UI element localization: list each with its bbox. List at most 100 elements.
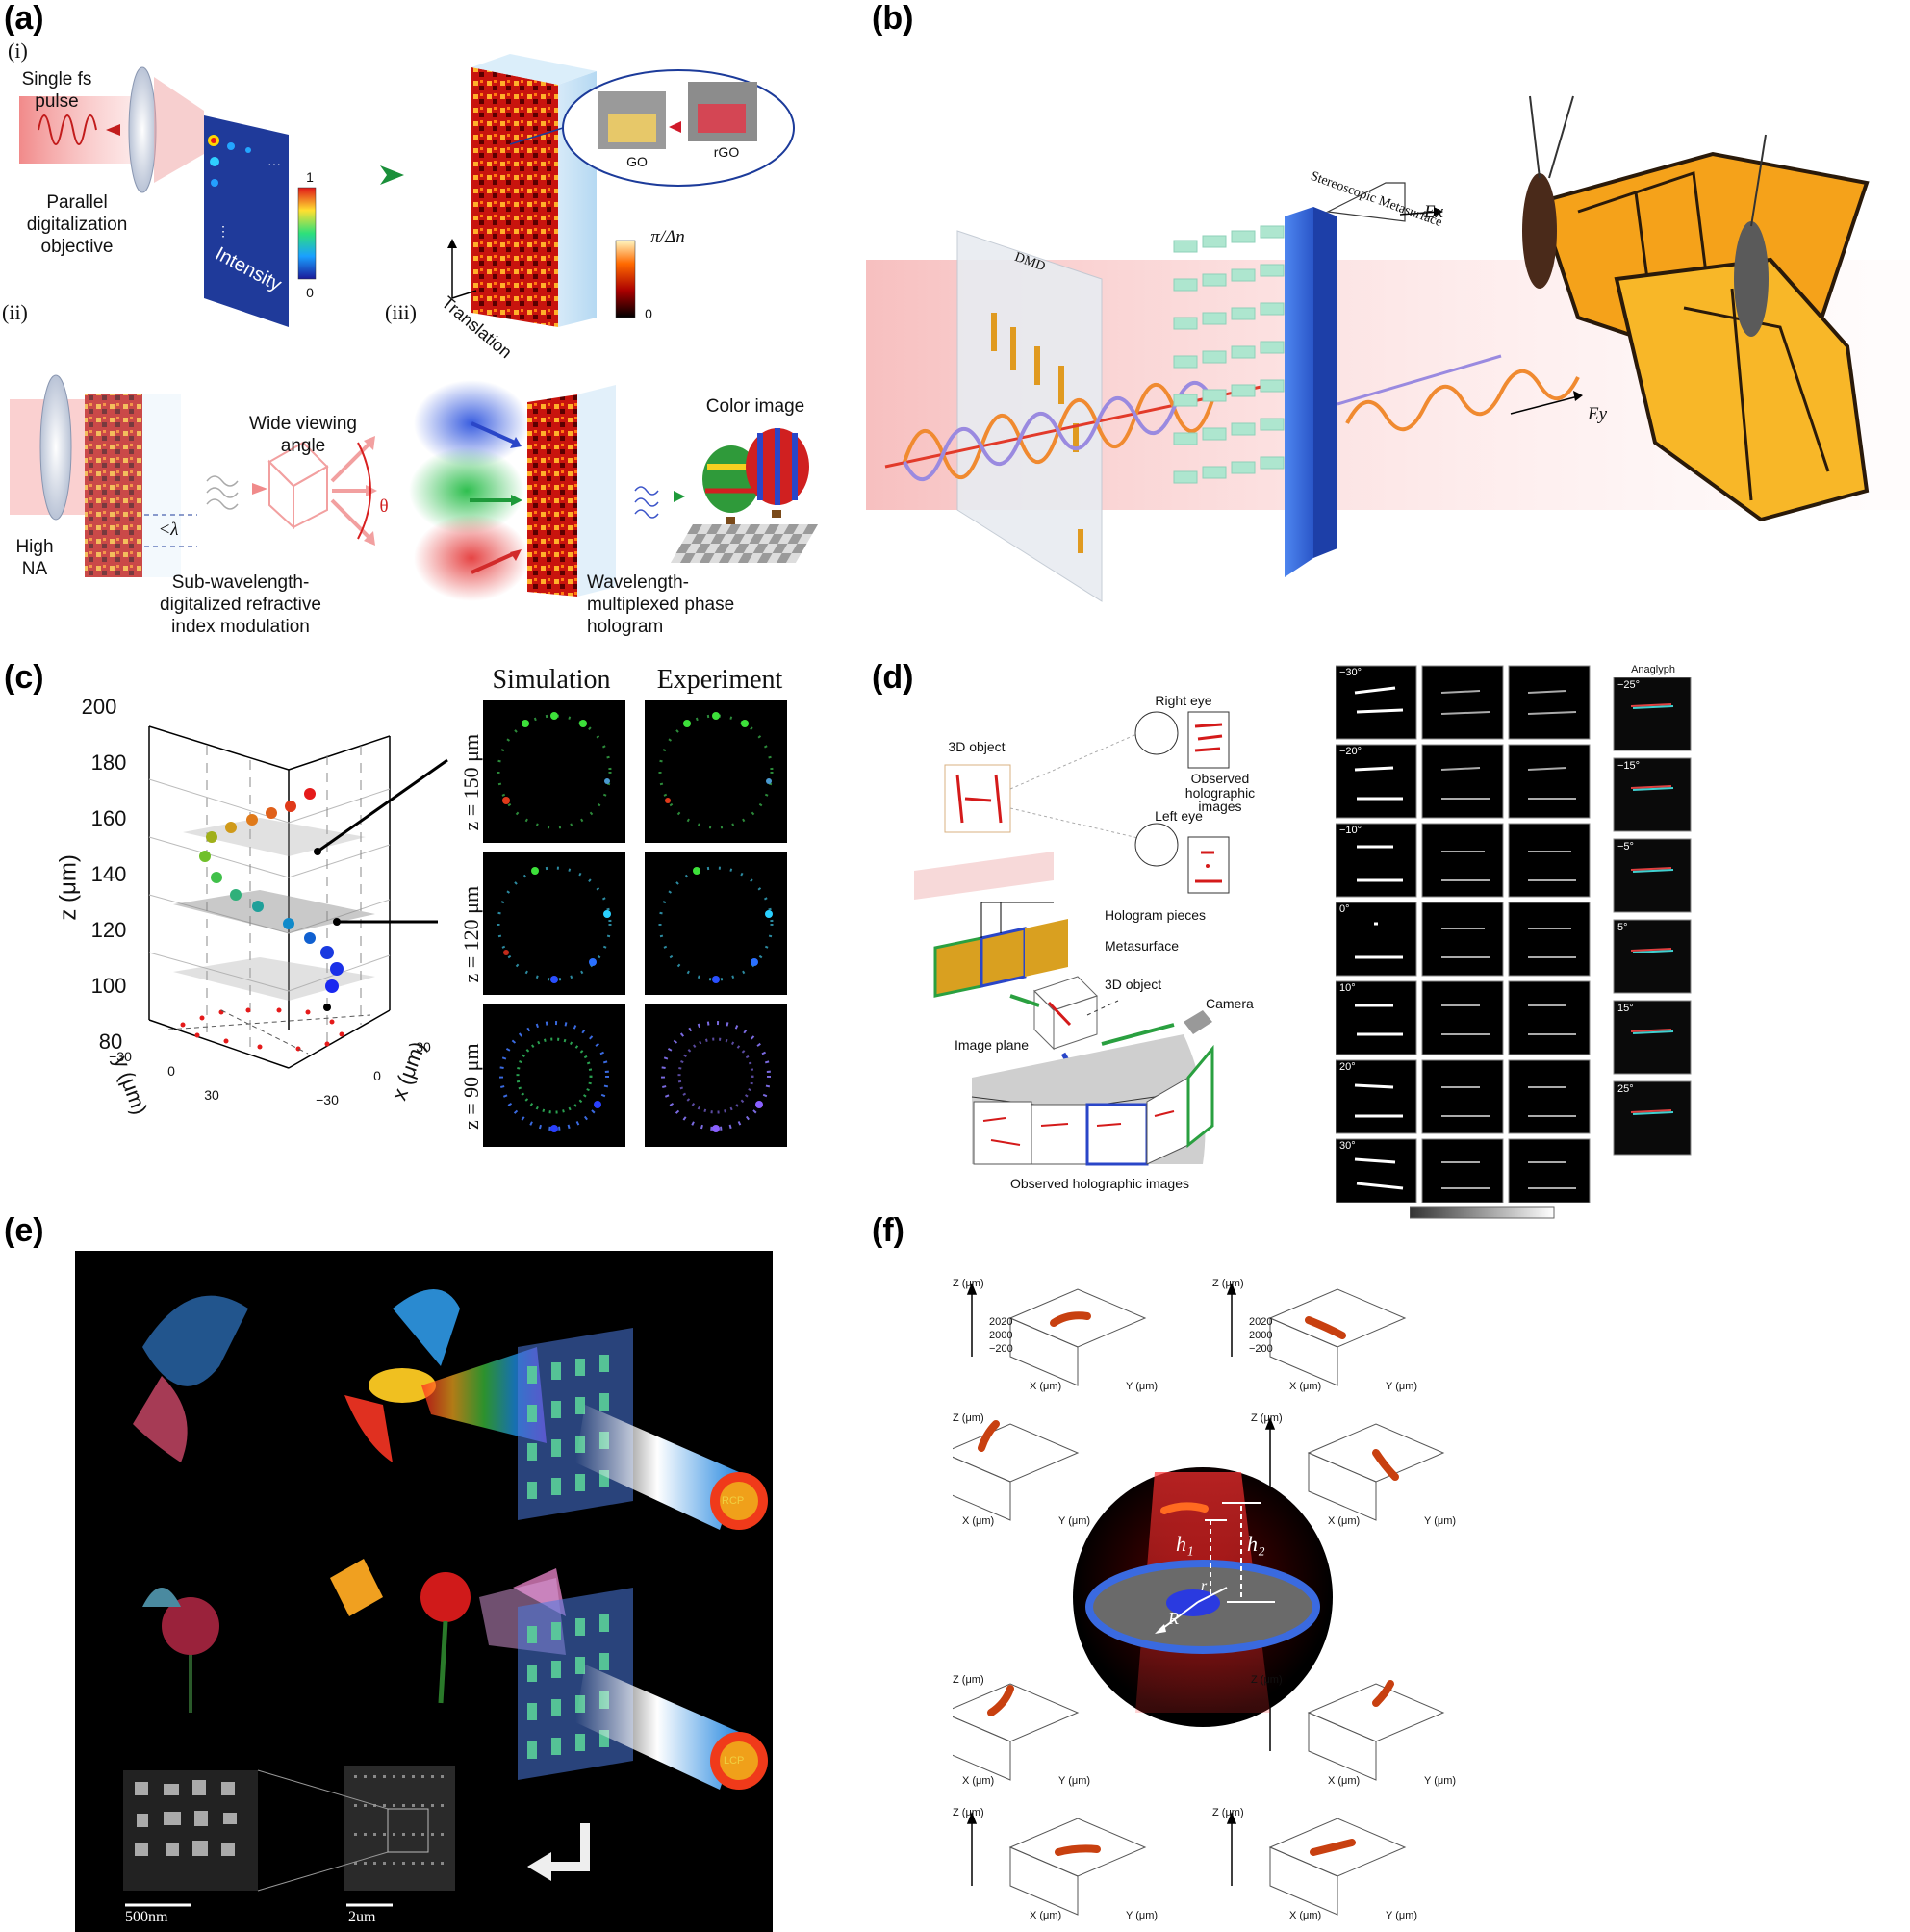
panel-e: RCP LCP 500nm 2um xyxy=(75,1251,773,1932)
c-ztick-140: 140 xyxy=(90,862,127,886)
c-ztick-120: 120 xyxy=(90,918,127,942)
f-z-label-1: Z (μm) xyxy=(953,1278,984,1289)
f-x-label-4: X (μm) xyxy=(1328,1515,1361,1527)
f-x-label-8: X (μm) xyxy=(1289,1910,1322,1921)
f-zt-1a: 2020 xyxy=(989,1316,1013,1328)
e-scale-500nm: 500nm xyxy=(125,1909,168,1925)
e-scale-2um: 2um xyxy=(348,1909,376,1925)
b-ex-label: Ex xyxy=(1423,202,1444,222)
c-ztick-160: 160 xyxy=(90,806,127,830)
d-angle-1: −20° xyxy=(1339,746,1362,757)
a-single-fs-pulse: Single fs pulse xyxy=(21,69,92,112)
e-rcp-label: RCP xyxy=(722,1495,745,1507)
a-sub-iii: (iii) xyxy=(385,300,417,324)
a-lambda: <λ xyxy=(158,520,179,540)
a-colorbar-max: 1 xyxy=(306,169,314,185)
svg-text:···: ··· xyxy=(267,156,281,171)
panel-d: 3D object Right eye Left eye Observed ho… xyxy=(866,664,1910,1232)
f-zt-2c: −200 xyxy=(1249,1343,1273,1355)
c-ytick-0: −30 xyxy=(109,1049,132,1064)
a-sub-ii: (ii) xyxy=(2,300,28,324)
f-x-label-2: X (μm) xyxy=(1289,1381,1322,1392)
d-anaglyph-column: Anaglyph −25° −15° −5° 5° 15° 25° xyxy=(1612,664,1694,1164)
f-zt-2a: 2020 xyxy=(1249,1316,1273,1328)
d-angle-0: −30° xyxy=(1339,667,1362,678)
d-image-plane: Image plane xyxy=(955,1037,1030,1053)
a-subwave-label: Sub-wavelength-digitalized refractive in… xyxy=(160,572,321,637)
f-y-label-5: Y (μm) xyxy=(1058,1775,1091,1787)
panel-f: Z (μm) 2020 2000 −200 X (μm) Y (μm) Z (μ… xyxy=(953,1251,1770,1932)
f-z-label-2: Z (μm) xyxy=(1212,1278,1244,1289)
f-zt-2b: 2000 xyxy=(1249,1330,1273,1341)
a-colorbar-min: 0 xyxy=(306,285,314,300)
f-y-label-4: Y (μm) xyxy=(1424,1515,1457,1527)
c-ytick-1: 0 xyxy=(167,1063,175,1079)
f-z-label-7: Z (μm) xyxy=(953,1807,984,1818)
c-z90-label: z = 90 μm xyxy=(458,1043,483,1130)
panel-label-e: (e) xyxy=(4,1212,44,1249)
d-angle-5: 20° xyxy=(1339,1061,1356,1073)
f-z-label-4: Z (μm) xyxy=(1251,1412,1283,1424)
f-y-label-6: Y (μm) xyxy=(1424,1775,1457,1787)
f-x-label-7: X (μm) xyxy=(1030,1910,1062,1921)
a-wide-viewing: Wide viewing angle xyxy=(249,414,357,456)
f-x-label-3: X (μm) xyxy=(962,1515,995,1527)
d-thumbs-svg xyxy=(1335,665,1591,1204)
f-z-label-8: Z (μm) xyxy=(1212,1807,1244,1818)
d-observed-label: Observed holographic images xyxy=(1184,771,1256,815)
panel-label-a: (a) xyxy=(4,0,44,37)
c-xtick-1: 0 xyxy=(373,1068,381,1083)
d-anaglyph-svg xyxy=(1613,677,1692,1156)
c-ztick-100: 100 xyxy=(90,974,127,998)
e-drawing xyxy=(123,1289,768,1907)
d-anaglyph-angle-3: 5° xyxy=(1617,922,1628,933)
f-x-label-6: X (μm) xyxy=(1328,1775,1361,1787)
f-y-label-7: Y (μm) xyxy=(1126,1910,1159,1921)
d-anaglyph-angle-4: 15° xyxy=(1617,1003,1634,1014)
c-image-grid xyxy=(483,700,787,1147)
f-h2-label: h₂ xyxy=(1247,1532,1265,1556)
d-diagram xyxy=(914,711,1230,1166)
e-lcp-label: LCP xyxy=(724,1755,745,1767)
d-gray-colorbar xyxy=(1410,1206,1555,1219)
d-metasurface-label: Metasurface xyxy=(1105,938,1180,953)
a-rgo-label: rGO xyxy=(713,144,740,160)
a-drawing: ··· ⋮ xyxy=(10,54,818,601)
panel-label-d: (d) xyxy=(872,659,914,696)
d-anaglyph-title: Anaglyph xyxy=(1631,664,1675,675)
c-ztick-200: 200 xyxy=(81,695,117,719)
d-angle-2: −10° xyxy=(1339,825,1362,836)
c-ztick-80: 80 xyxy=(98,1030,123,1054)
d-angle-6: 30° xyxy=(1339,1140,1356,1152)
f-z-label-3: Z (μm) xyxy=(953,1412,984,1424)
d-observed-b: Observed holographic images xyxy=(1010,1176,1189,1191)
a-phase-max: π/Δn xyxy=(650,227,685,247)
a-theta: θ xyxy=(379,496,389,517)
d-anaglyph-angle-0: −25° xyxy=(1617,679,1641,691)
d-thumbnail-grid: −30° −20° −10° 0° 10° 20° 30° xyxy=(1335,664,1599,1204)
b-drawing xyxy=(866,95,1910,602)
f-x-label-5: X (μm) xyxy=(962,1775,995,1787)
c-zaxis-label: z (μm) xyxy=(55,854,82,921)
c-xtick-2: −30 xyxy=(316,1092,339,1107)
f-drawing xyxy=(953,1282,1445,1916)
f-z-label-6: Z (μm) xyxy=(1251,1674,1283,1686)
f-y-label-1: Y (μm) xyxy=(1126,1381,1159,1392)
a-go-label: GO xyxy=(626,154,648,169)
c-z120-label: z = 120 μm xyxy=(458,885,483,983)
panel-b: DMD Stereoscopic Metasurface Ex Ey xyxy=(866,38,1910,635)
a-sub-i: (i) xyxy=(8,38,28,63)
f-z-label-5: Z (μm) xyxy=(953,1674,984,1686)
f-R-label: R xyxy=(1168,1609,1179,1628)
panel-c: 200 180 160 140 120 100 80 z (μm) y (μm)… xyxy=(0,664,847,1164)
c-simulation-title: Simulation xyxy=(492,665,611,695)
a-parallel-objective: Parallel digitalization objective xyxy=(26,192,128,257)
a-phase-min: 0 xyxy=(645,306,652,321)
d-anaglyph-angle-5: 25° xyxy=(1617,1083,1634,1095)
d-left-eye: Left eye xyxy=(1155,808,1203,824)
svg-text:⋮: ⋮ xyxy=(216,223,230,239)
f-x-label-1: X (μm) xyxy=(1030,1381,1062,1392)
f-zt-1c: −200 xyxy=(989,1343,1013,1355)
d-anaglyph-angle-2: −5° xyxy=(1617,841,1634,852)
f-y-label-8: Y (μm) xyxy=(1386,1910,1418,1921)
